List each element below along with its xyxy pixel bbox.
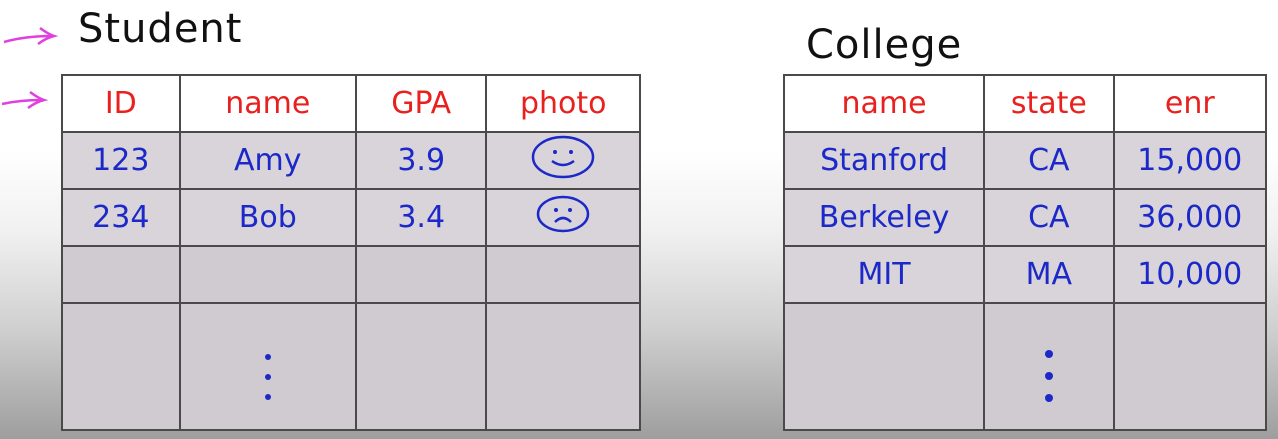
student-table: ID name GPA photo 123 Amy 3.9 234 Bob 3.… [61,74,641,431]
student-header-id: ID [61,74,181,133]
college-cell-name: MIT [782,245,986,304]
student-cell-name: Amy [178,131,357,190]
college-header-row: name state enr [782,74,1268,133]
table-row: Stanford CA 15,000 [782,131,1268,190]
table-row: 234 Bob 3.4 [61,188,641,247]
title-pointer-arrow-icon [3,26,59,46]
table-row [61,245,641,304]
table-row [782,302,1268,431]
student-cell-id: 123 [61,131,181,190]
college-cell-state: MA [983,245,1115,304]
college-relation-title: College [806,22,963,68]
college-header-enr: enr [1112,74,1268,133]
student-cell-id: 234 [61,188,181,247]
student-cell-gpa: 3.4 [354,188,488,247]
more-rows-ellipsis-icon [983,302,1115,431]
student-header-name: name [178,74,357,133]
student-cell-photo [485,131,641,190]
table-row: 123 Amy 3.9 [61,131,641,190]
frowny-face-icon [536,195,590,232]
college-cell-state: CA [983,131,1115,190]
college-header-state: state [983,74,1115,133]
header-pointer-arrow-icon [1,90,49,110]
table-row [61,302,641,431]
student-relation-title: Student [78,6,243,52]
college-header-name: name [782,74,986,133]
student-header-gpa: GPA [354,74,488,133]
more-rows-ellipsis-icon [178,302,357,431]
college-cell-enr: 15,000 [1112,131,1268,190]
student-cell-gpa: 3.9 [354,131,488,190]
smiley-face-icon [531,135,595,178]
college-cell-enr: 10,000 [1112,245,1268,304]
college-cell-enr: 36,000 [1112,188,1268,247]
college-cell-name: Stanford [782,131,986,190]
college-cell-state: CA [983,188,1115,247]
student-cell-photo [485,188,641,247]
college-cell-name: Berkeley [782,188,986,247]
table-row: MIT MA 10,000 [782,245,1268,304]
student-cell-name: Bob [178,188,357,247]
table-row: Berkeley CA 36,000 [782,188,1268,247]
student-header-row: ID name GPA photo [61,74,641,133]
student-header-photo: photo [485,74,641,133]
college-table: name state enr Stanford CA 15,000 Berkel… [782,74,1268,431]
